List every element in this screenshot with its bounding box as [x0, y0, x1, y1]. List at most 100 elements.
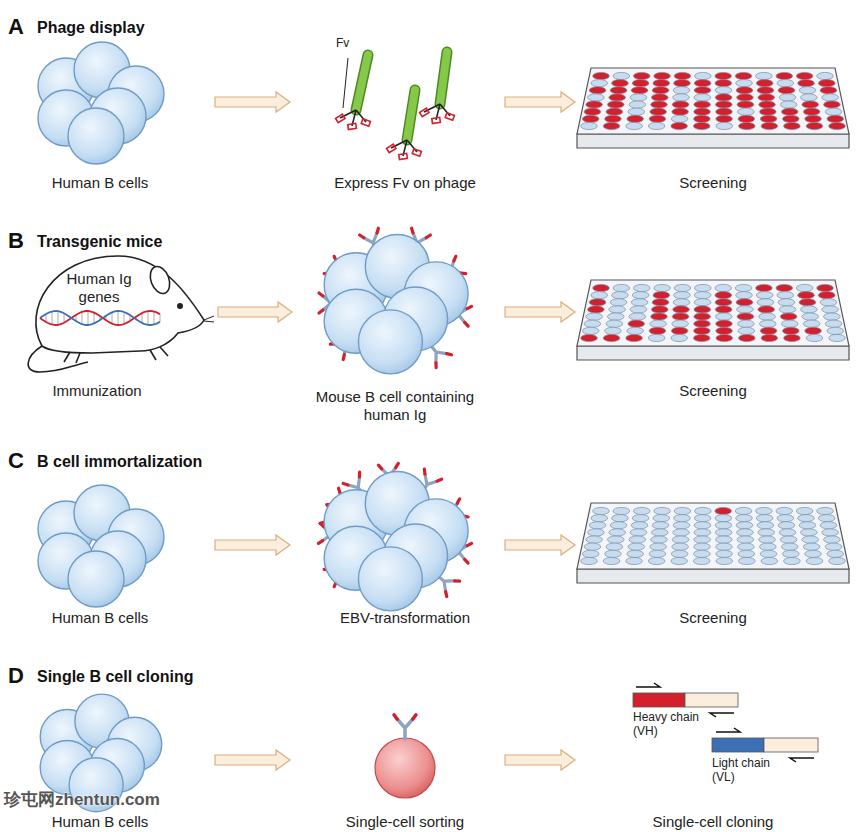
gene-label: Human Ig genes — [62, 270, 136, 306]
well — [628, 108, 645, 115]
well — [694, 522, 711, 529]
well — [780, 101, 797, 108]
panel-title: Phage display — [37, 18, 145, 38]
well — [716, 334, 733, 341]
shape — [577, 503, 849, 569]
well — [654, 72, 671, 79]
well — [630, 529, 647, 536]
well — [673, 529, 690, 536]
well — [674, 72, 691, 79]
well — [653, 80, 670, 87]
well — [694, 80, 711, 87]
well — [629, 313, 646, 320]
well — [632, 80, 649, 87]
well — [695, 284, 712, 291]
well — [715, 306, 732, 313]
well — [582, 550, 599, 557]
well — [605, 327, 622, 334]
well — [693, 557, 710, 564]
generated-art — [38, 42, 849, 812]
b-cell-cluster — [38, 485, 164, 607]
shape — [343, 472, 362, 487]
well — [633, 284, 650, 291]
well — [756, 72, 773, 79]
step-label: EBV-transformation — [320, 609, 490, 627]
well — [739, 334, 756, 341]
well — [694, 320, 711, 327]
shape — [420, 108, 429, 116]
well — [694, 115, 711, 122]
well — [783, 327, 800, 334]
well — [672, 543, 689, 550]
well — [671, 557, 688, 564]
well — [758, 306, 775, 313]
well — [651, 94, 668, 101]
well — [605, 550, 622, 557]
well — [589, 522, 606, 529]
well — [612, 292, 629, 299]
well — [756, 292, 773, 299]
well-plate — [577, 68, 849, 148]
b-cell — [68, 108, 124, 164]
panel-letter: C — [8, 449, 24, 473]
well — [759, 536, 776, 543]
mouse — [28, 256, 214, 372]
well — [588, 529, 605, 536]
well — [715, 284, 732, 291]
well — [628, 543, 645, 550]
well — [715, 522, 732, 529]
well — [757, 299, 774, 306]
well — [627, 550, 644, 557]
well — [694, 108, 711, 115]
panel-title: Single B cell cloning — [37, 667, 193, 687]
well — [784, 557, 801, 564]
well — [806, 557, 823, 564]
well — [589, 299, 606, 306]
process-arrow — [505, 302, 575, 322]
well — [581, 334, 598, 341]
well — [695, 507, 712, 514]
well — [715, 529, 732, 536]
well — [738, 320, 755, 327]
well — [781, 543, 798, 550]
well — [671, 550, 688, 557]
well — [776, 284, 793, 291]
well — [591, 515, 608, 522]
process-arrow — [215, 750, 290, 770]
well — [756, 507, 773, 514]
well — [674, 284, 691, 291]
well — [649, 115, 666, 122]
well — [651, 536, 668, 543]
shape — [577, 134, 849, 148]
shape — [407, 90, 415, 140]
shape — [40, 311, 160, 325]
well — [693, 334, 710, 341]
well — [796, 284, 813, 291]
b-cell — [68, 551, 124, 607]
vl-gene — [712, 738, 764, 752]
well — [648, 557, 665, 564]
well — [778, 299, 795, 306]
well — [806, 122, 823, 129]
well — [716, 543, 733, 550]
well — [801, 306, 818, 313]
well — [584, 543, 601, 550]
well — [605, 115, 622, 122]
well — [758, 529, 775, 536]
well — [777, 292, 794, 299]
well — [803, 108, 820, 115]
well — [757, 522, 774, 529]
well — [716, 108, 733, 115]
well — [694, 306, 711, 313]
well — [829, 122, 846, 129]
well — [581, 122, 598, 129]
well — [829, 557, 846, 564]
well — [603, 334, 620, 341]
well — [630, 306, 647, 313]
well — [626, 557, 643, 564]
well — [651, 529, 668, 536]
well — [674, 515, 691, 522]
shape — [378, 463, 398, 469]
well — [829, 334, 846, 341]
